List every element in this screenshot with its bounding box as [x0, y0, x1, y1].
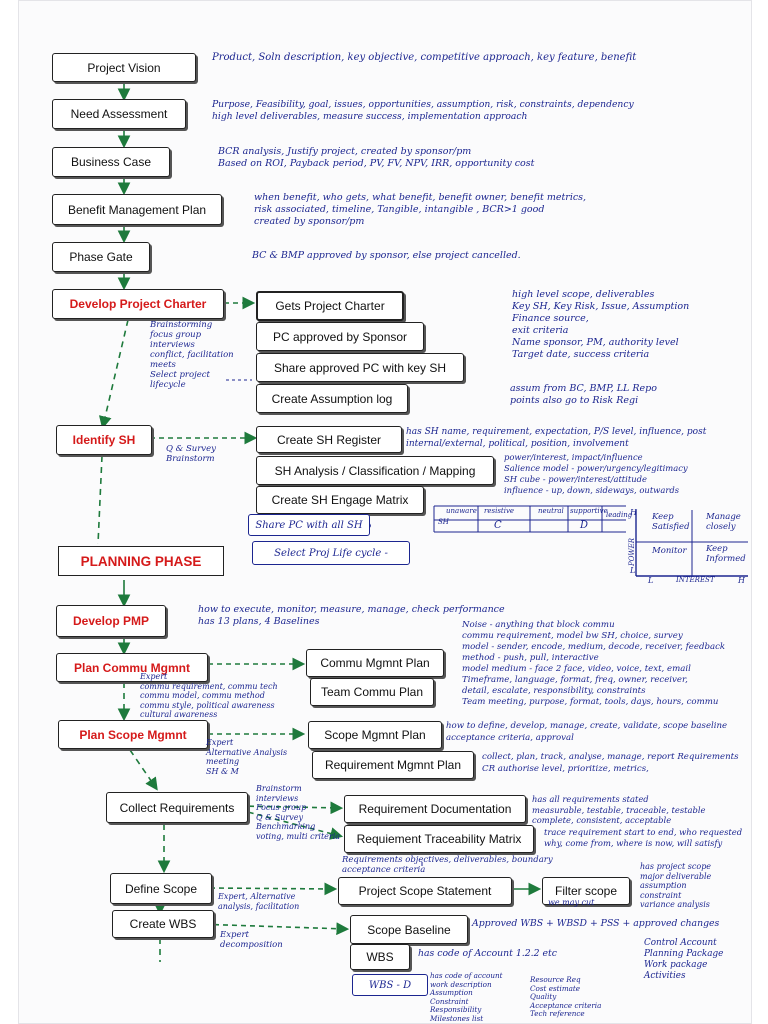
benefit-management-plan-box: Benefit Management Plan [52, 194, 222, 225]
scope-plan-note: how to define, develop, manage, create, … [446, 721, 728, 743]
scope-baseline-box: Scope Baseline [350, 915, 468, 944]
benefit-note: when benefit, who gets, what benefit, be… [254, 192, 587, 227]
grid-high-interest: H [738, 576, 745, 585]
develop-project-charter-box: Develop Project Charter [52, 289, 224, 319]
assumption-note: assum from BC, BMP, LL Repo points also … [510, 383, 657, 406]
charter-techniques-note: Brainstorming focus group interviews con… [150, 320, 234, 390]
grid-interest-label: INTEREST [676, 576, 715, 584]
phase-gate-note: BC & BMP approved by sponsor, else proje… [252, 250, 521, 261]
commu-mgmnt-plan-box: Commu Mgmnt Plan [306, 649, 444, 677]
grid-power-label: POWER [628, 537, 637, 567]
sh-analysis-box: SH Analysis / Classification / Mapping [256, 456, 494, 485]
create-sh-register-box: Create SH Register [256, 426, 402, 453]
wbs-dictionary-left-note: has code of account work description Ass… [430, 971, 503, 1023]
gets-project-charter-box: Gets Project Charter [256, 291, 404, 321]
create-assumption-log-box: Create Assumption log [256, 384, 408, 413]
create-sh-engage-matrix-box: Create SH Engage Matrix [256, 486, 424, 514]
create-wbs-techniques-note: Expert decomposition [220, 930, 283, 950]
charter-contents-note: high level scope, deliverables Key SH, K… [512, 289, 690, 360]
filter-scope-box: Filter scope [542, 877, 630, 905]
control-account-note: Control Account Planning Package Work pa… [644, 938, 724, 981]
share-pc-key-sh-box: Share approved PC with key SH [256, 353, 464, 382]
wbs-d-box: WBS - D [352, 974, 428, 996]
sh-table-current: C [494, 520, 502, 531]
select-lifecycle-box: Select Proj Life cycle - [252, 541, 410, 565]
requirement-documentation-box: Requirement Documentation [344, 795, 526, 823]
sh-table-header-resistive: resistive [484, 507, 515, 515]
plan-scope-mgmnt-box: Plan Scope Mgmnt [58, 720, 208, 749]
traceability-note: trace requirement start to end, who requ… [544, 827, 743, 848]
define-scope-box: Define Scope [110, 873, 212, 904]
create-wbs-box: Create WBS [112, 910, 214, 938]
wbs-box: WBS [350, 944, 410, 970]
identify-sh-techniques-note: Q & Survey Brainstorm [166, 444, 216, 464]
grid-monitor: Monitor [652, 546, 687, 556]
business-case-note: BCR analysis, Justify project, created b… [218, 146, 535, 169]
need-assessment-box: Need Assessment [52, 99, 186, 129]
grid-low-power: L [630, 566, 636, 575]
project-vision-box: Project Vision [52, 53, 196, 82]
define-scope-techniques-note: Expert, Alternative analysis, facilitati… [218, 892, 300, 911]
project-scope-statement-box: Project Scope Statement [338, 877, 512, 905]
wbs-note: has code of Account 1.2.2 etc [418, 948, 557, 959]
sh-table-row-label: SH [438, 518, 449, 526]
requirement-traceability-matrix-box: Requiement Traceability Matrix [344, 825, 534, 853]
commu-techniques-note: Expert commu requirement, commu tech com… [140, 672, 278, 719]
plan-commu-mgmnt-box: Plan Commu Mgmnt [56, 653, 208, 682]
sh-analysis-note: power/interest, impact/influence Salienc… [504, 452, 688, 495]
grid-keep-satisfied: Keep Satisfied [652, 512, 690, 532]
grid-manage-closely: Manage closely [706, 512, 741, 532]
grid-high-power: H [630, 508, 637, 517]
team-commu-plan-box: Team Commu Plan [310, 678, 434, 706]
identify-sh-box: Identify SH [56, 425, 152, 455]
sh-table-header-supportive: supportive [570, 507, 608, 515]
filter-scope-note: has project scope major deliverable assu… [640, 862, 712, 909]
requirement-mgmnt-plan-box: Requirement Mgmnt Plan [312, 751, 474, 779]
pmp-note: how to execute, monitor, measure, manage… [198, 604, 505, 627]
requirement-doc-note: has all requirements stated measurable, … [532, 794, 706, 825]
scope-statement-note: Requirements objectives, deliverables, b… [342, 855, 553, 875]
vision-note: Product, Soln description, key objective… [212, 52, 637, 63]
commu-details-note: Noise - anything that block commu commu … [462, 620, 726, 707]
scope-mgmnt-plan-box: Scope Mgmnt Plan [308, 721, 442, 749]
sh-register-note: has SH name, requirement, expectation, P… [406, 427, 707, 449]
filter-scope-subnote: we may cut [548, 898, 595, 907]
collect-techniques-note: Brainstorm interviews Focus group Q & Su… [256, 784, 341, 841]
grid-low-interest: L [648, 576, 654, 585]
sh-table-header-unaware: unaware [446, 507, 477, 515]
phase-gate-box: Phase Gate [52, 242, 150, 272]
business-case-box: Business Case [52, 147, 170, 177]
scope-techniques-note: Expert Alternative Analysis meeting SH &… [206, 738, 288, 776]
sh-table-header-leading: leading [606, 511, 633, 519]
develop-pmp-box: Develop PMP [56, 605, 166, 637]
scope-baseline-note: Approved WBS + WBSD + PSS + approved cha… [472, 918, 720, 929]
sh-table-header-neutral: neutral [538, 507, 564, 515]
collect-requirements-box: Collect Requirements [106, 792, 248, 823]
pc-approved-box: PC approved by Sponsor [256, 322, 424, 351]
share-pc-all-sh-box: Share PC with all SH [248, 514, 370, 536]
grid-keep-informed: Keep Informed [706, 544, 746, 564]
need-note: Purpose, Feasibility, goal, issues, oppo… [212, 99, 634, 122]
requirement-plan-note: collect, plan, track, analyse, manage, r… [482, 752, 739, 774]
planning-phase-heading: PLANNING PHASE [58, 546, 224, 576]
wbs-dictionary-right-note: Resource Req Cost estimate Quality Accep… [530, 975, 602, 1018]
sh-table-desired: D [580, 520, 589, 531]
